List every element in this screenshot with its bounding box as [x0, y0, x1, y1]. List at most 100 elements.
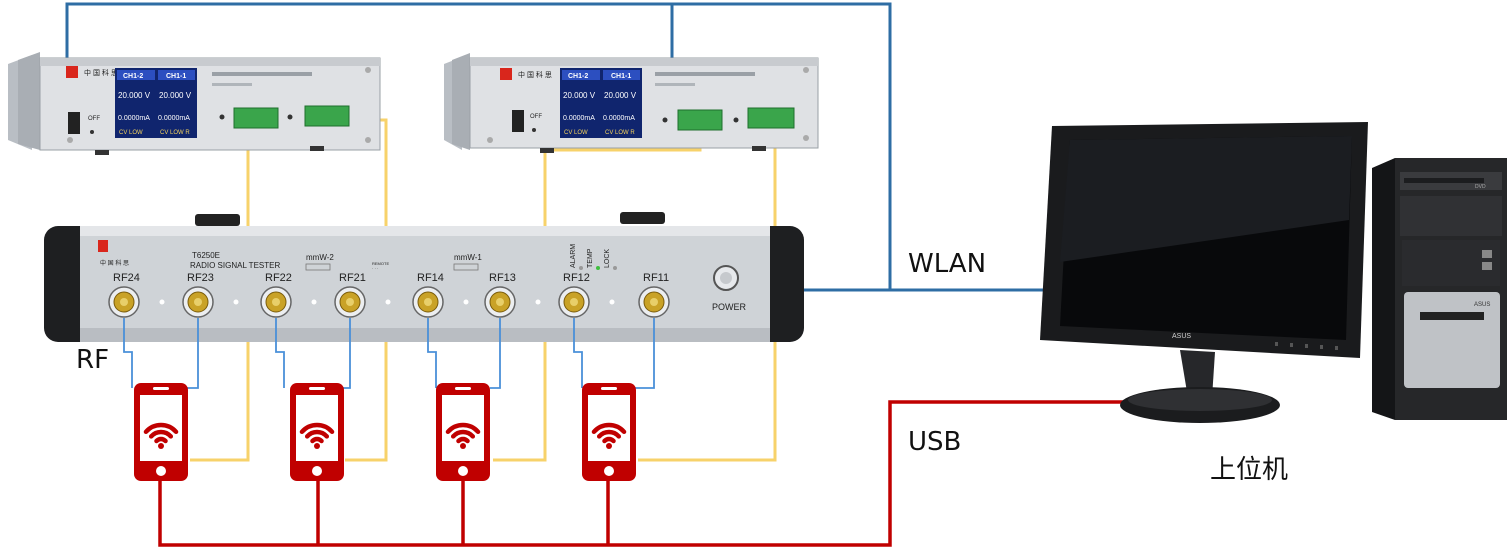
voltage-readout: 20.000 V: [563, 91, 596, 100]
rf-port-rf23[interactable]: RF23: [182, 272, 214, 318]
svg-text:DVD: DVD: [1475, 184, 1486, 190]
port-pin: [570, 298, 578, 306]
phone-speaker: [153, 387, 169, 390]
wifi-icon: [143, 422, 179, 449]
rf-port-rf11[interactable]: RF11: [638, 272, 670, 318]
group-label: mmW-1: [454, 253, 482, 262]
radio-signal-tester: 中 国 科 思 T6250E RADIO SIGNAL TESTER mmW-2…: [44, 212, 804, 342]
power-supply-2: 中 国 科 思 OFF CH1-2 CH1-1 20.000 V 20.000 …: [444, 53, 819, 153]
phone-group: [134, 383, 636, 481]
voltage-readout: 20.000 V: [159, 91, 192, 100]
rf-port-rf13[interactable]: RF13: [484, 272, 516, 318]
mode-label: CV LOW R: [160, 130, 190, 136]
channel-label: CH1-2: [123, 73, 143, 80]
current-readout: 0.0000mA: [563, 115, 595, 122]
off-label: OFF: [530, 114, 542, 120]
voltage-readout: 20.000 V: [604, 91, 637, 100]
port-pin: [120, 298, 128, 306]
rf-label: RF: [76, 345, 109, 375]
svg-text:· · ·: · · ·: [372, 266, 378, 271]
power-button[interactable]: [713, 265, 739, 291]
off-label: OFF: [88, 116, 100, 122]
port-pin: [424, 298, 432, 306]
terminal-block: [233, 107, 279, 129]
svg-text:中 国 科 思: 中 国 科 思: [518, 70, 552, 79]
port-dot: [233, 299, 239, 305]
phone-speaker: [309, 387, 325, 390]
rf-port-label: RF14: [417, 272, 444, 284]
indicator-temp: TEMP: [587, 248, 594, 268]
wlan-wiring: [65, 2, 1050, 292]
channel-label: CH1-1: [611, 73, 631, 80]
usb-wiring: [158, 400, 1130, 547]
rf-port-rf12[interactable]: RF12: [558, 272, 590, 318]
port-pin: [496, 298, 504, 306]
phone-screen: [442, 395, 484, 461]
channel-label: CH1-2: [568, 73, 588, 80]
rf-port-label: RF13: [489, 272, 516, 284]
rf-port-label: RF22: [265, 272, 292, 284]
port-pin: [650, 298, 658, 306]
current-readout: 0.0000mA: [158, 115, 190, 122]
wifi-icon: [591, 422, 627, 449]
mode-label: CV LOW: [564, 130, 588, 136]
rf-port-label: RF24: [113, 272, 140, 284]
tester-name: RADIO SIGNAL TESTER: [190, 261, 280, 270]
port-dot: [385, 299, 391, 305]
mode-label: CV LOW: [119, 130, 143, 136]
svg-text:中 国 科 思: 中 国 科 思: [100, 259, 129, 267]
group-label: mmW-2: [306, 253, 334, 262]
port-dot: [463, 299, 469, 305]
rf-port-group: RF24 RF23 RF22 RF21 RF14 RF13 RF12 RF11: [108, 272, 670, 318]
svg-text:ASUS: ASUS: [1474, 302, 1490, 308]
phone-2: [290, 383, 344, 481]
rf-port-rf14[interactable]: RF14: [412, 272, 444, 318]
rf-port-rf21[interactable]: RF21: [334, 272, 366, 318]
indicator-alarm: ALARM: [570, 244, 577, 268]
port-dot: [535, 299, 541, 305]
rf-port-label: RF12: [563, 272, 590, 284]
wlan-label: WLAN: [908, 249, 986, 279]
power-label: POWER: [712, 302, 747, 312]
wifi-icon: [445, 422, 481, 449]
tester-model: T6250E: [192, 251, 220, 260]
wifi-icon: [299, 422, 335, 449]
port-pin: [272, 298, 280, 306]
rf-port-rf24[interactable]: RF24: [108, 272, 140, 318]
phone-home-button: [458, 466, 468, 476]
rf-port-label: RF11: [643, 272, 669, 284]
phone-home-button: [156, 466, 166, 476]
monitor-brand: ASUS: [1172, 333, 1191, 340]
power-supply-1: 中 国 科 思 OFF CH1-2 CH1-1 20.000 V 20.000 …: [8, 52, 381, 155]
current-readout: 0.0000mA: [603, 115, 635, 122]
svg-text:中 国 科 思: 中 国 科 思: [84, 68, 118, 77]
mode-label: CV LOW R: [605, 130, 635, 136]
phone-4: [582, 383, 636, 481]
phone-1: [134, 383, 188, 481]
phone-screen: [140, 395, 182, 461]
svg-text:REMOTE: REMOTE: [372, 261, 389, 266]
phone-home-button: [604, 466, 614, 476]
terminal-block: [747, 107, 795, 129]
pc-tower: DVD ASUS: [1372, 158, 1507, 420]
rf-port-rf22[interactable]: RF22: [260, 272, 292, 318]
port-pin: [346, 298, 354, 306]
phone-speaker: [455, 387, 471, 390]
indicator-lock: LOCK: [604, 249, 611, 268]
phone-speaker: [601, 387, 617, 390]
channel-label: CH1-1: [166, 73, 186, 80]
port-dot: [311, 299, 317, 305]
host-computer-label: 上位机: [1210, 455, 1288, 485]
voltage-readout: 20.000 V: [118, 91, 151, 100]
rf-wiring: [123, 318, 655, 389]
rf-port-label: RF21: [339, 272, 366, 284]
terminal-block: [304, 105, 350, 127]
port-dot: [609, 299, 615, 305]
phone-screen: [296, 395, 338, 461]
phone-home-button: [312, 466, 322, 476]
phone-3: [436, 383, 490, 481]
phone-screen: [588, 395, 630, 461]
port-pin: [194, 298, 202, 306]
indicator-group: ALARM TEMP LOCK: [570, 244, 617, 270]
